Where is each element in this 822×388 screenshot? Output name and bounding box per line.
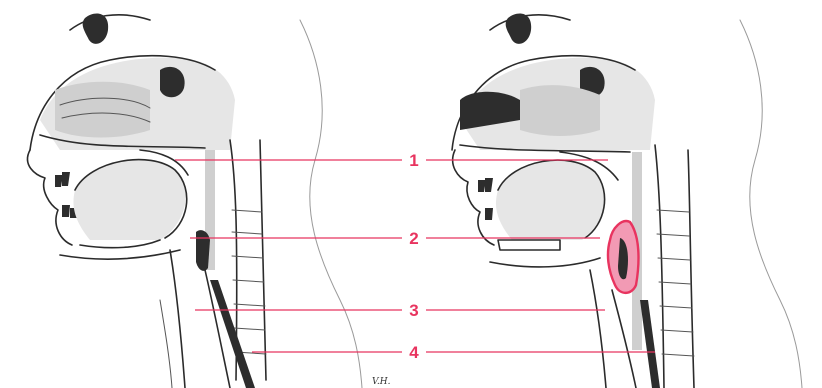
- artist-signature: V.H.: [372, 377, 391, 387]
- callout-number: 4: [409, 343, 419, 362]
- callout-4: 4: [252, 343, 655, 362]
- callout-number: 2: [409, 229, 418, 248]
- callout-number: 3: [409, 301, 418, 320]
- callout-3: 3: [195, 301, 605, 320]
- callout-number: 1: [409, 151, 418, 170]
- left-head-sagittal-section: [28, 14, 362, 388]
- right-head-sagittal-section: [452, 14, 802, 388]
